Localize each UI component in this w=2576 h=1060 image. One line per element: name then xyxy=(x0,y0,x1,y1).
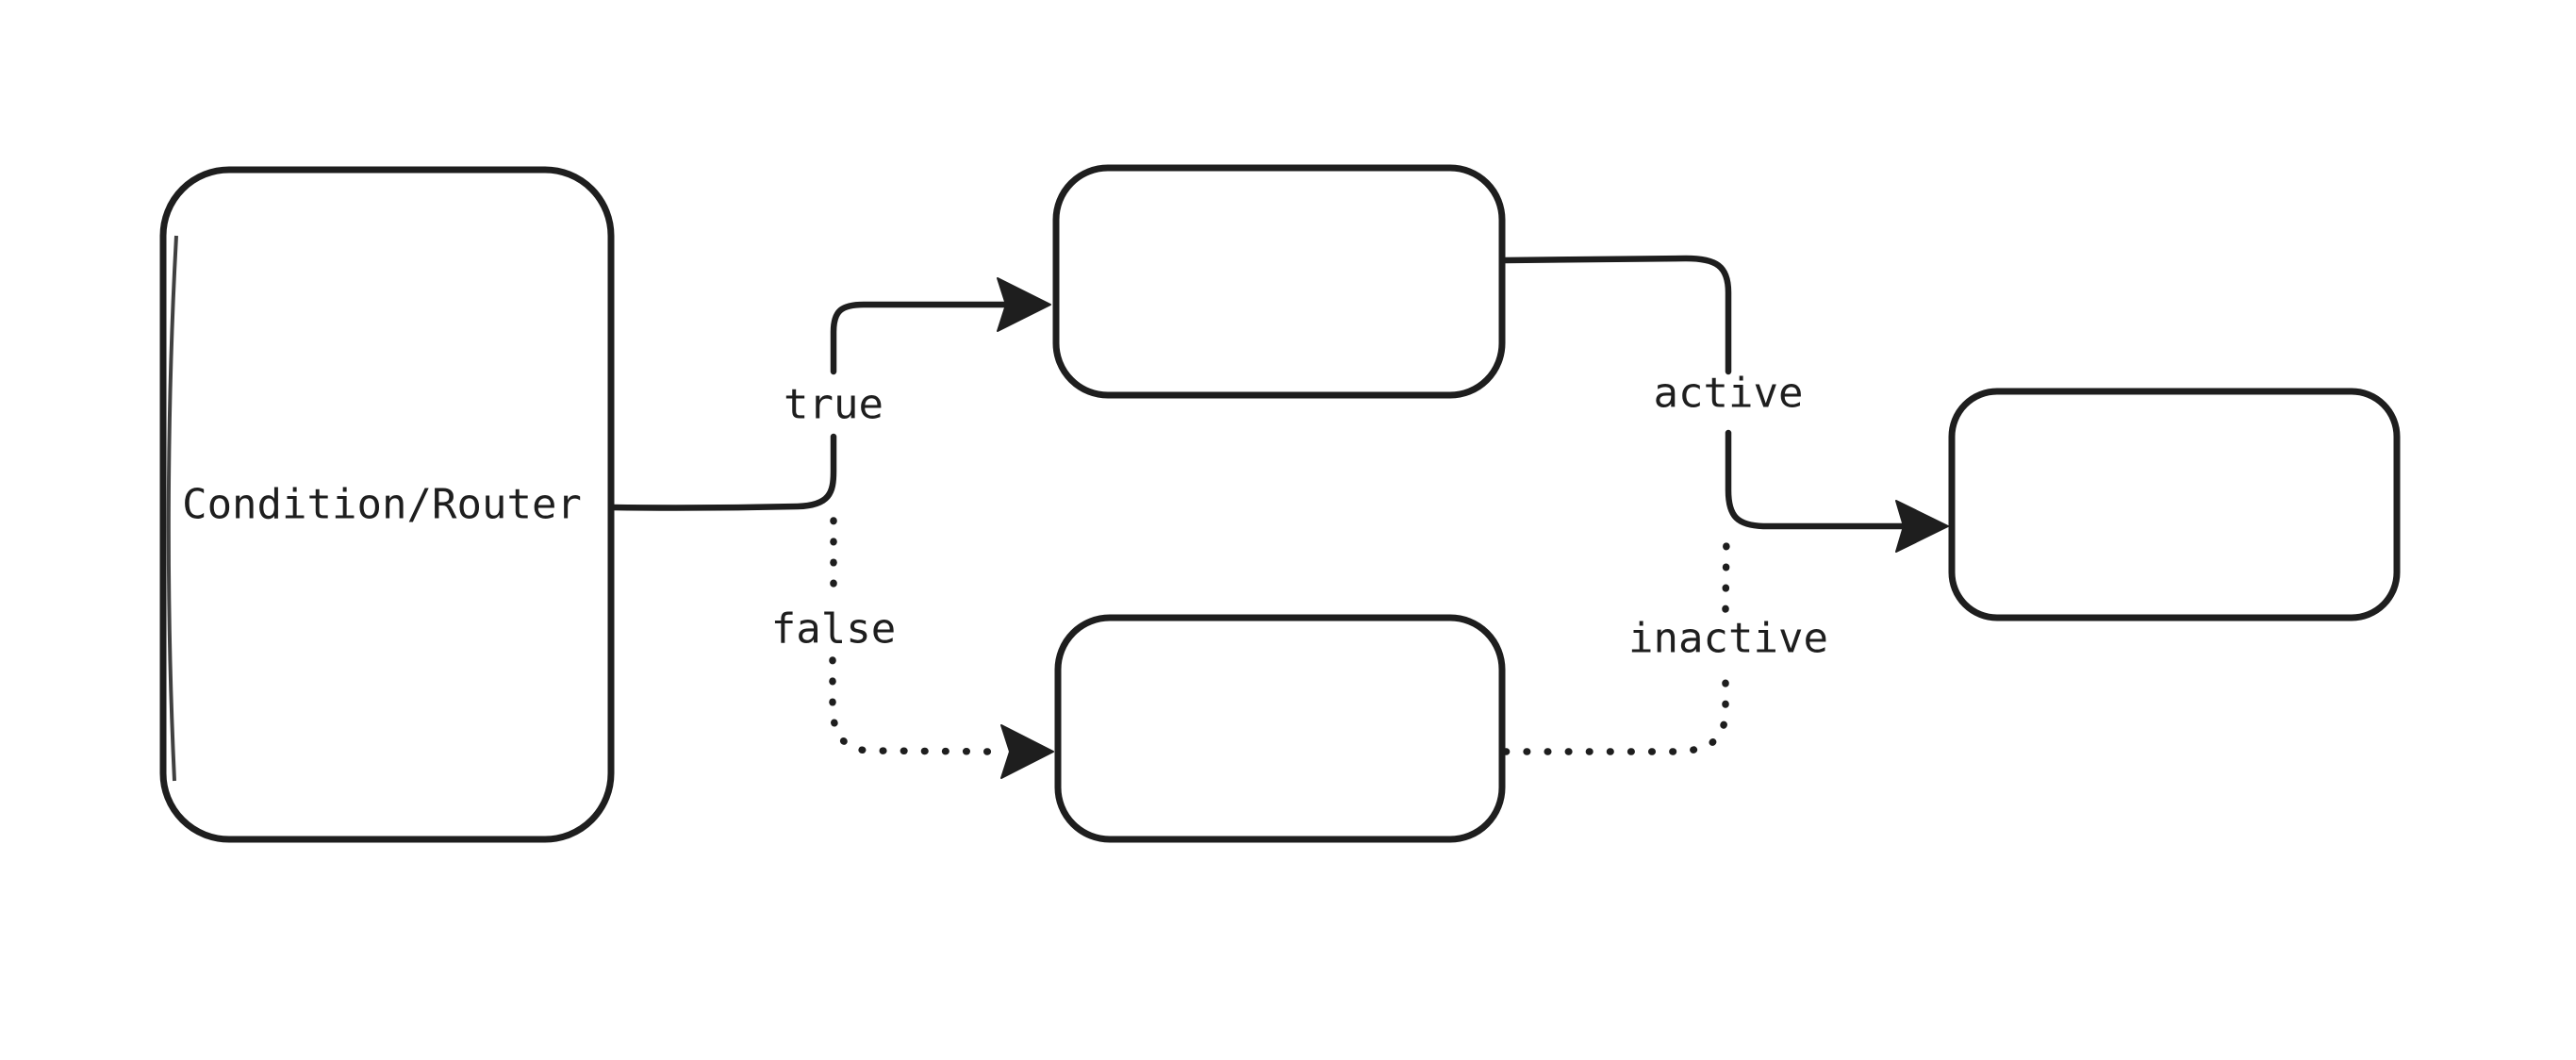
false-edge-arrowhead-icon xyxy=(1000,724,1054,779)
condition-router-label: Condition/Router xyxy=(182,481,582,529)
true-target-box xyxy=(1052,164,1506,399)
false-target-box xyxy=(1054,614,1506,843)
active-edge-line-lower xyxy=(1725,429,1908,530)
false-edge-line-lower xyxy=(829,656,998,755)
true-edge-arrowhead-icon xyxy=(997,277,1051,332)
false-target-node xyxy=(1054,614,1506,843)
output-box xyxy=(1948,388,2401,621)
inactive-edge: inactive xyxy=(1502,532,1828,755)
false-edge-label: false xyxy=(771,605,896,654)
condition-router-sketch-line xyxy=(166,235,178,782)
true-edge-line-lower xyxy=(608,433,837,511)
inactive-edge-line-lower xyxy=(1502,666,1729,755)
true-target-node xyxy=(1052,164,1506,399)
true-edge-line-upper xyxy=(830,301,1011,375)
inactive-edge-label: inactive xyxy=(1628,615,1828,663)
condition-router-node: Condition/Router xyxy=(159,166,615,843)
active-edge-line-upper xyxy=(1501,255,1732,375)
active-edge: active xyxy=(1501,255,1949,553)
false-edge: false xyxy=(771,517,1054,779)
output-node xyxy=(1948,388,2401,621)
active-edge-label: active xyxy=(1654,370,1804,418)
active-edge-arrowhead-icon xyxy=(1895,500,1949,553)
true-edge: true xyxy=(608,277,1051,511)
true-edge-label: true xyxy=(784,381,883,429)
